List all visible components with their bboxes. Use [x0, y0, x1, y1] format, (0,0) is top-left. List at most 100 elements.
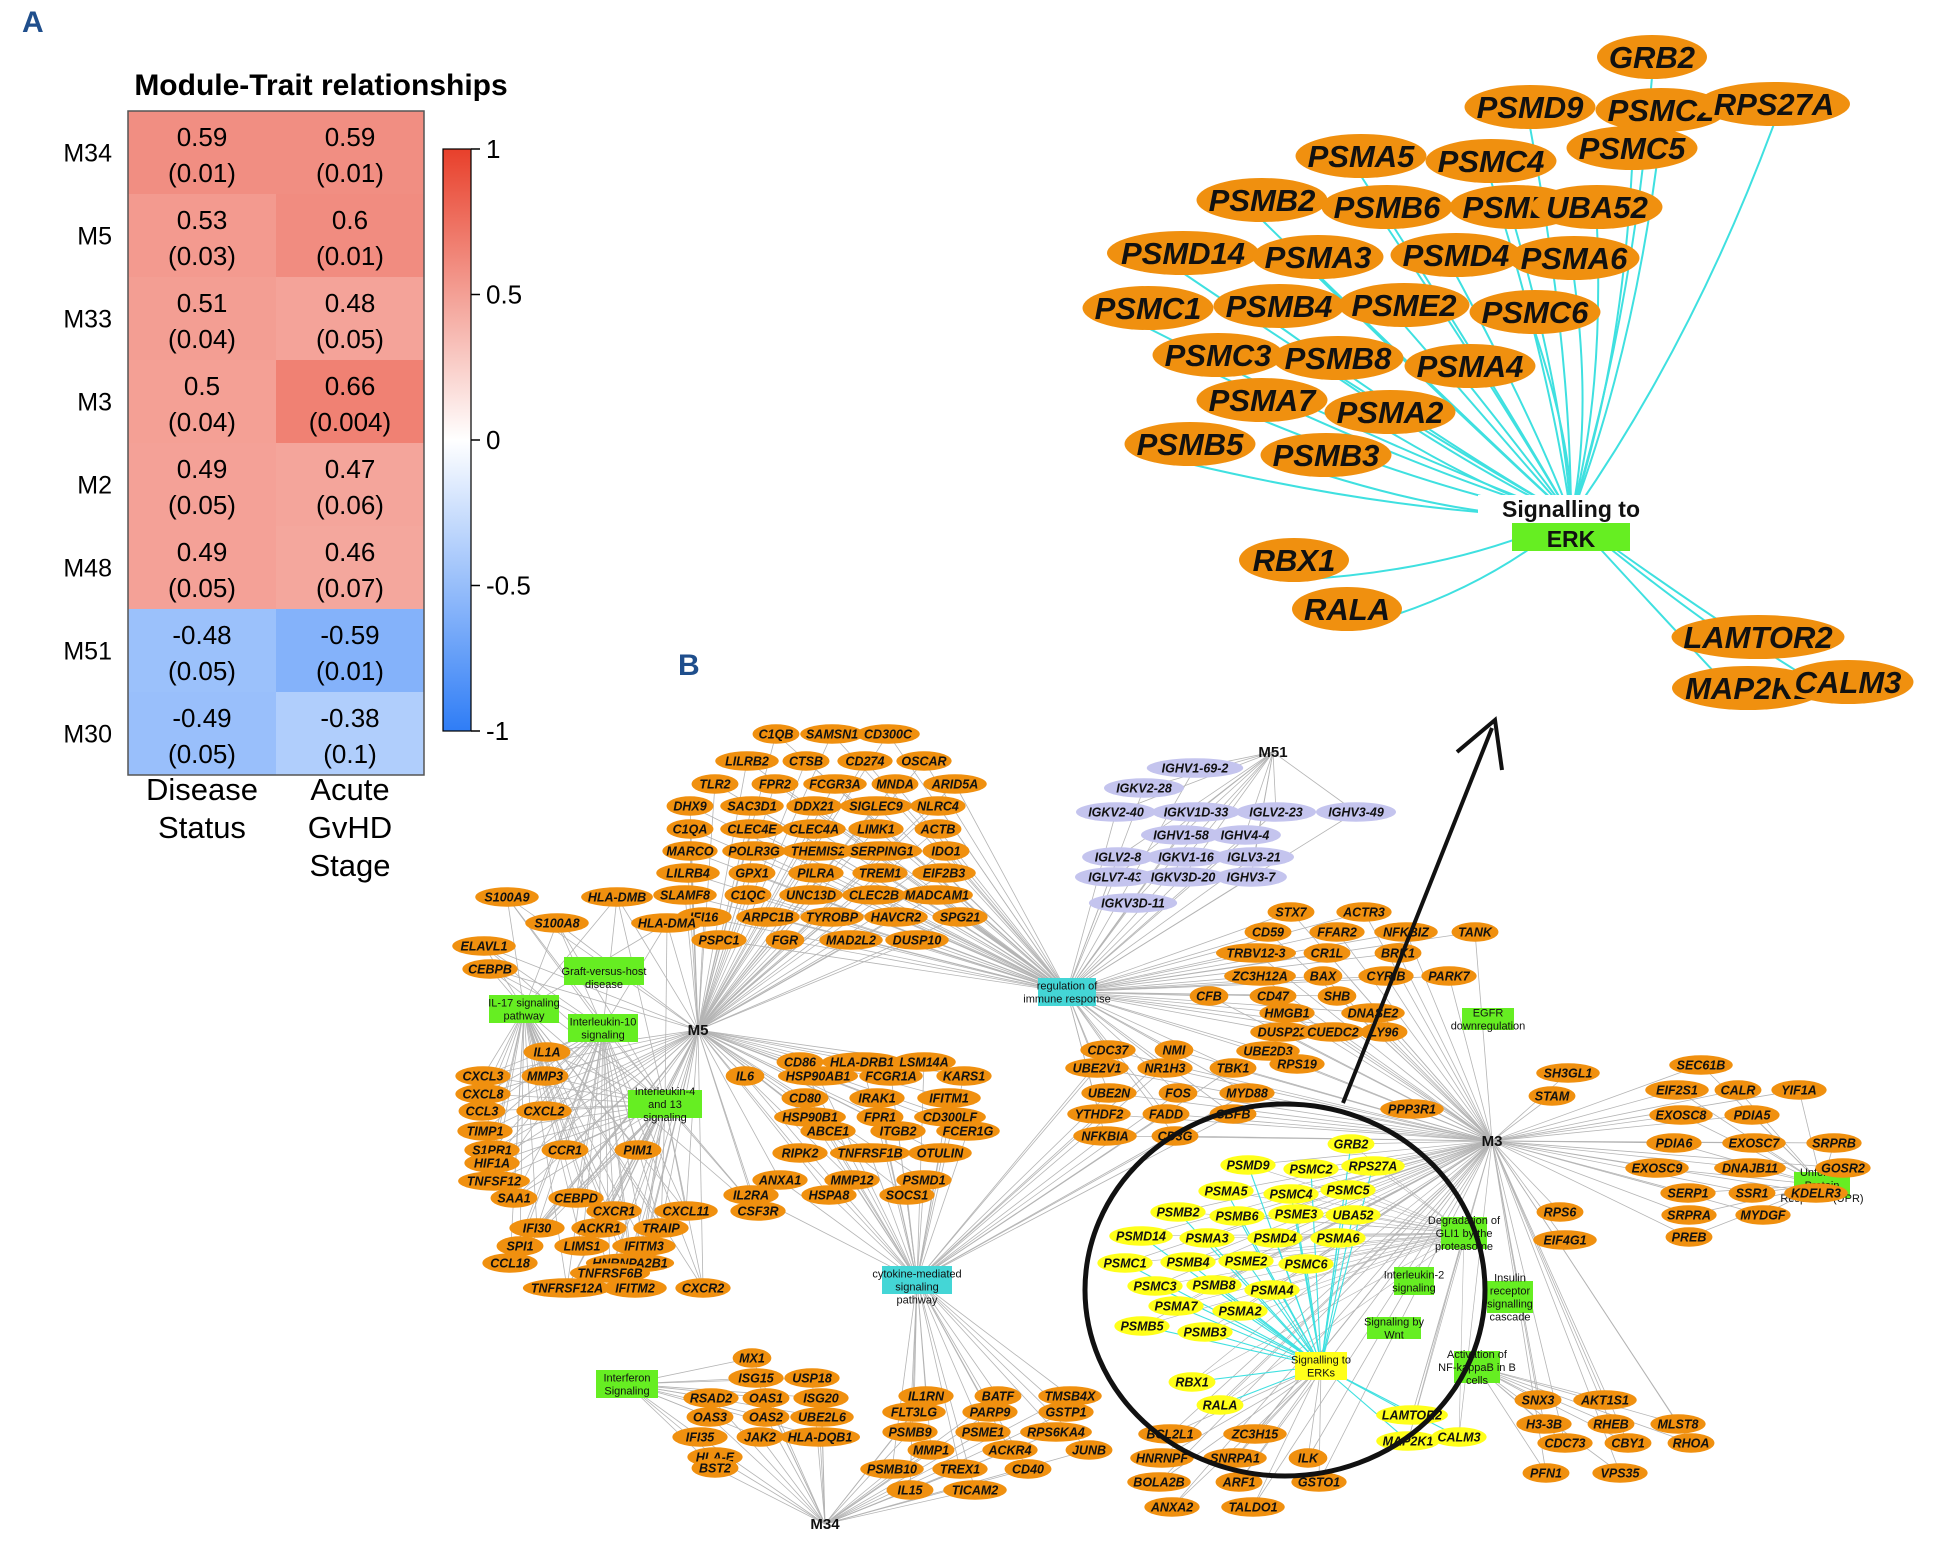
network-edge	[1066, 902, 1134, 993]
svg-text:NR1H3: NR1H3	[1145, 1062, 1186, 1076]
cell-correlation: 0.49	[177, 454, 228, 484]
svg-text:IGLV3-21: IGLV3-21	[1227, 851, 1281, 865]
network-edge	[1191, 1232, 1465, 1383]
svg-text:H3-3B: H3-3B	[1526, 1418, 1562, 1432]
gene-node-iglv7-43: IGLV7-43	[1075, 867, 1155, 887]
svg-text:JUNB: JUNB	[1072, 1444, 1106, 1458]
svg-text:CEBPD: CEBPD	[554, 1192, 598, 1206]
highlight-gene-calm3: CALM3	[1431, 1427, 1487, 1447]
network-edge	[1491, 1114, 1682, 1142]
gene-node-ube2n: UBE2N	[1081, 1083, 1137, 1103]
svg-text:IGHV3-7: IGHV3-7	[1227, 871, 1277, 885]
row-label-m51: M51	[63, 638, 112, 666]
gene-node-actr3: ACTR3	[1336, 902, 1392, 922]
svg-text:ANXA2: ANXA2	[1150, 1501, 1193, 1515]
zoom-gene-psma6: PSMA6	[1508, 236, 1640, 280]
svg-text:HIF1A: HIF1A	[474, 1157, 510, 1171]
zoom-edge	[1490, 180, 1572, 518]
svg-text:TIMP1: TIMP1	[467, 1125, 504, 1139]
network-edge	[697, 828, 753, 1031]
network-edge	[916, 1067, 1098, 1281]
gene-node-limk1: LIMK1	[848, 819, 904, 839]
gene-node-exosc9: EXOSC9	[1625, 1158, 1689, 1178]
network-edge	[1259, 975, 1493, 1142]
module-hub-m5: M5	[688, 1022, 709, 1039]
highlight-gene-psmc5: PSMC5	[1320, 1180, 1376, 1200]
svg-text:MMP12: MMP12	[830, 1174, 873, 1188]
gene-node-isg15: ISG15	[728, 1368, 784, 1388]
svg-text:TICAM2: TICAM2	[952, 1484, 999, 1498]
gene-node-hmgb1: HMGB1	[1259, 1003, 1315, 1023]
network-edge	[1307, 1365, 1322, 1459]
svg-text:ISG20: ISG20	[803, 1392, 838, 1406]
gene-node-nlrc4: NLRC4	[910, 796, 966, 816]
gene-node-dusp22: DUSP22	[1250, 1022, 1314, 1042]
colorbar-ticks: 10.50-0.5-1	[471, 134, 531, 746]
svg-text:HLA-DMB: HLA-DMB	[588, 891, 646, 905]
gene-node-isg20: ISG20	[793, 1388, 849, 1408]
gene-node-trbv12-3: TRBV12-3	[1216, 943, 1296, 963]
svg-text:signaling: signaling	[643, 1112, 686, 1124]
zoom-gene-psmc2: PSMC2	[1595, 88, 1727, 132]
svg-text:OAS3: OAS3	[693, 1411, 727, 1425]
network-edge	[1161, 1365, 1322, 1459]
network-edge	[869, 1152, 918, 1281]
panel-a-heatmap: A Module-Trait relationships 0.59(0.01)0…	[22, 6, 531, 883]
gene-node-iglv3-21: IGLV3-21	[1214, 847, 1294, 867]
svg-text:MYD88: MYD88	[1226, 1087, 1268, 1101]
gene-node-eif2s1: EIF2S1	[1645, 1080, 1709, 1100]
gene-node-themis2: THEMIS2	[782, 841, 854, 861]
network-edge	[1066, 931, 1269, 993]
zoom-edge	[1570, 123, 1775, 518]
svg-text:PSMB8: PSMB8	[1285, 341, 1393, 376]
network-edge	[1491, 1072, 1569, 1142]
svg-text:PSMA7: PSMA7	[1209, 383, 1318, 418]
network-edge	[916, 1135, 1176, 1281]
gene-node-calr: CALR	[1714, 1080, 1762, 1100]
svg-text:PSMC5: PSMC5	[1579, 131, 1687, 166]
colorbar-tick-label: 0	[486, 425, 500, 455]
svg-text:CD274: CD274	[846, 755, 885, 769]
svg-text:SRPRA: SRPRA	[1667, 1209, 1711, 1223]
gene-node-zc3h15: ZC3H15	[1223, 1424, 1287, 1444]
network-edge	[697, 939, 918, 1031]
network-edge	[697, 783, 956, 1031]
svg-text:S100A8: S100A8	[534, 917, 579, 931]
heatmap-cell	[276, 111, 424, 194]
svg-text:TREX1: TREX1	[940, 1463, 980, 1477]
row-label-m5: M5	[77, 223, 112, 251]
gene-node-vps35: VPS35	[1592, 1463, 1648, 1483]
svg-text:SRPRB: SRPRB	[1812, 1137, 1856, 1151]
gene-node-anxa1: ANXA1	[752, 1170, 808, 1190]
svg-text:CD86: CD86	[784, 1056, 817, 1070]
gene-node-ythdf2: YTHDF2	[1067, 1104, 1131, 1124]
svg-text:ACKR4: ACKR4	[987, 1444, 1031, 1458]
gene-node-cdc73: CDC73	[1537, 1433, 1593, 1453]
colorbar-gradient	[442, 148, 472, 732]
cell-correlation: 0.5	[184, 371, 220, 401]
highlight-gene-psmc1: PSMC1	[1097, 1253, 1153, 1273]
svg-text:and 13: and 13	[648, 1099, 682, 1111]
svg-text:FPR1: FPR1	[864, 1111, 896, 1125]
cell-pvalue: (0.01)	[316, 241, 384, 271]
svg-text:VPS35: VPS35	[1601, 1467, 1641, 1481]
svg-text:PSMD14: PSMD14	[1116, 1230, 1166, 1244]
network-edge	[828, 1194, 918, 1281]
svg-text:CDC37: CDC37	[1088, 1044, 1130, 1058]
network-edge	[916, 1279, 999, 1397]
zoom-gene-uba52: UBA52	[1531, 185, 1663, 229]
network-edge	[697, 783, 716, 1031]
cell-pvalue: (0.05)	[168, 490, 236, 520]
svg-text:NF-kappaB in B: NF-kappaB in B	[1438, 1362, 1516, 1374]
gene-node-srprb: SRPRB	[1806, 1133, 1862, 1153]
cell-pvalue: (0.05)	[316, 324, 384, 354]
heatmap-cell	[128, 277, 276, 360]
network-edge	[1491, 1140, 1692, 1444]
svg-text:CD300LF: CD300LF	[923, 1111, 978, 1125]
svg-text:TREM1: TREM1	[859, 867, 901, 881]
svg-text:FFAR2: FFAR2	[1317, 926, 1357, 940]
row-label-m34: M34	[63, 140, 112, 168]
heatmap-cell	[128, 360, 276, 443]
svg-text:PILRA: PILRA	[797, 867, 835, 881]
